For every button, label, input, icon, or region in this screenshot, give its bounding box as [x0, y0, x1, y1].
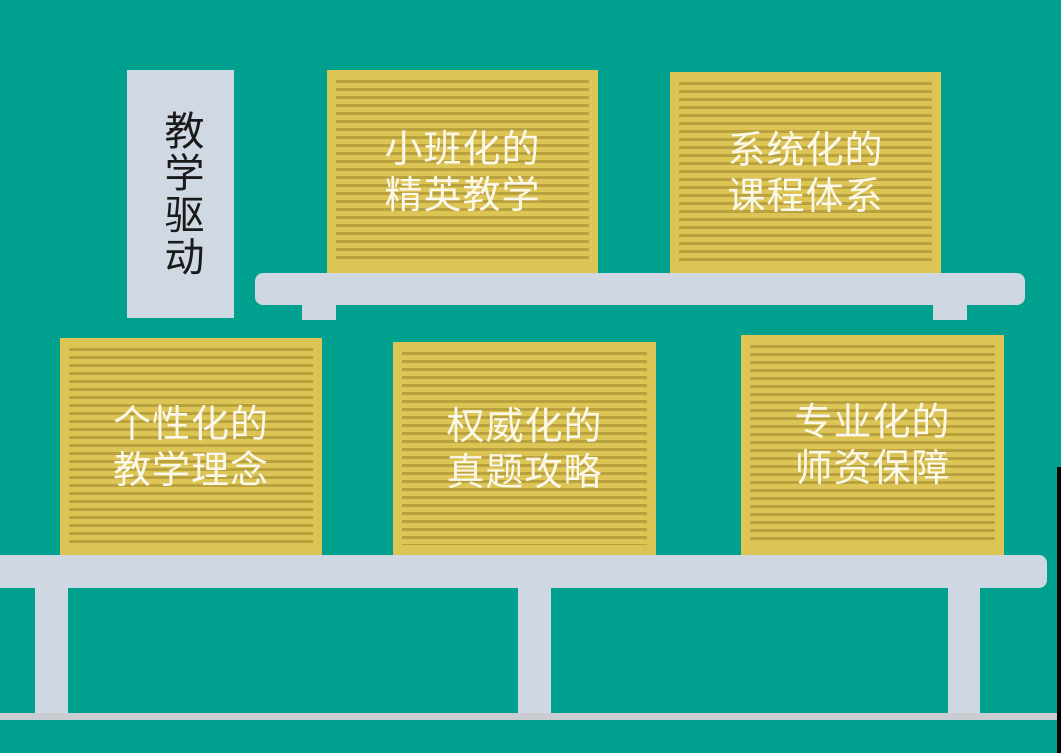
bottom-shelf — [0, 555, 1047, 588]
top-shelf-leg — [302, 304, 336, 320]
stripes — [69, 348, 313, 545]
title-label: 教学驱动 — [127, 70, 234, 318]
stripes — [336, 80, 589, 263]
top-box-2: 系统化的课程体系 — [670, 72, 941, 273]
stripes — [402, 352, 647, 545]
box-line1: 小班化的 — [384, 126, 541, 171]
box-line2: 师资保障 — [794, 446, 951, 490]
stripes — [679, 82, 932, 263]
title-text: 教学驱动 — [157, 110, 204, 278]
box-line1: 系统化的 — [727, 127, 884, 172]
bottom-shelf-leg — [35, 587, 68, 715]
box-line2: 精英教学 — [384, 172, 541, 217]
bottom-shelf-leg — [518, 587, 551, 715]
box-line2: 真题攻略 — [446, 449, 603, 494]
edge-strip — [1057, 467, 1061, 753]
stripes — [750, 345, 995, 545]
bottom-box-3: 专业化的师资保障 — [741, 335, 1004, 555]
bottom-shelf-leg — [948, 587, 980, 715]
floor-line — [0, 713, 1057, 720]
top-shelf — [255, 273, 1025, 305]
top-shelf-leg — [933, 304, 967, 320]
box-line1: 个性化的 — [112, 401, 269, 446]
box-line1: 专业化的 — [794, 400, 951, 444]
box-line2: 课程体系 — [727, 173, 884, 218]
box-line1: 权威化的 — [446, 403, 603, 448]
bottom-box-1: 个性化的教学理念 — [60, 338, 322, 555]
box-line2: 教学理念 — [112, 447, 269, 492]
bottom-box-2: 权威化的真题攻略 — [393, 342, 656, 555]
top-box-1: 小班化的精英教学 — [327, 70, 598, 273]
